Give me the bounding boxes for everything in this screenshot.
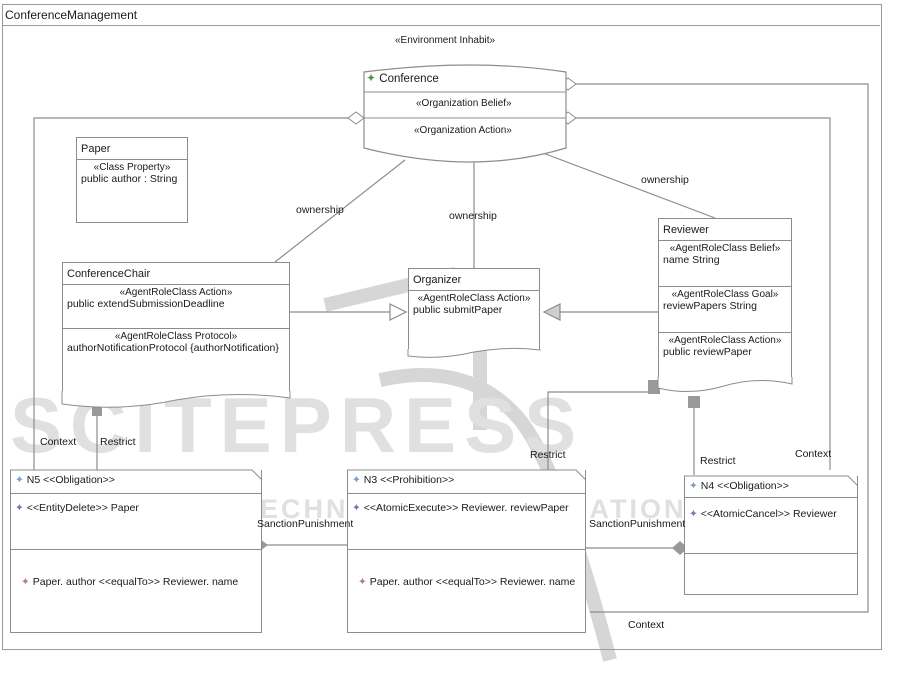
conference-class-icon: ✦ (366, 71, 377, 85)
reviewer-class[interactable]: Reviewer «AgentRoleClass Belief» name St… (658, 218, 792, 378)
label-context-n5: Context (40, 436, 77, 448)
restrict-anchor-chair (92, 406, 102, 416)
n3-condition-icon: ✦ (358, 576, 367, 588)
environment-stereotype: «Environment Inhabit» (395, 35, 496, 46)
n4-action-row: ✦ <<AtomicCancel>> Reviewer (685, 498, 857, 554)
reviewer-name: Reviewer (659, 219, 791, 241)
conference-title[interactable]: ✦ Conference (366, 71, 439, 85)
n4-title: N4 <<Obligation>> (700, 480, 789, 492)
diagram-frame (2, 4, 882, 650)
n5-condition-row: ✦ Paper. author <<equalTo>> Reviewer. na… (11, 550, 261, 606)
chair-action: public extendSubmissionDeadline (67, 298, 225, 310)
n4-action: <<AtomicCancel>> Reviewer (700, 508, 837, 520)
n5-title: N5 <<Obligation>> (26, 474, 115, 486)
chair-protocol: authorNotificationProtocol {authorNotifi… (67, 342, 279, 354)
n5-condition-icon: ✦ (21, 576, 30, 588)
n5-header: ✦ N5 <<Obligation>> (11, 470, 261, 494)
label-context-n4: Context (795, 448, 832, 460)
context-line-reviewer (568, 117, 831, 470)
n3-action: <<AtomicExecute>> Reviewer. reviewPaper (363, 502, 569, 514)
n4-action-icon: ✦ (689, 508, 698, 520)
label-ownership-reviewer: ownership (641, 174, 689, 186)
ownership-line-chair (274, 159, 406, 263)
n4-norm-icon: ✦ (689, 480, 698, 492)
context-line-outer (568, 83, 869, 613)
organizer-name: Organizer (409, 269, 539, 291)
context-line-chair (33, 117, 362, 400)
n4-header: ✦ N4 <<Obligation>> (685, 476, 857, 498)
label-restrict-n4: Restrict (700, 455, 736, 467)
n3-header: ✦ N3 <<Prohibition>> (348, 470, 585, 494)
reviewer-action: public reviewPaper (663, 346, 752, 358)
n5-norm-icon: ✦ (15, 474, 24, 486)
n3-norm-icon: ✦ (352, 474, 361, 486)
label-ownership-organizer: ownership (449, 210, 497, 222)
frame-title: ConferenceManagement (2, 4, 880, 26)
conference-belief: «Organization Belief» (416, 98, 512, 109)
chair-protocol-stereotype: «AgentRoleClass Protocol» (114, 331, 238, 342)
arrowhead-reviewer (542, 303, 561, 321)
paper-class[interactable]: Paper «Class Property» public author : S… (76, 137, 188, 223)
n5-action: <<EntityDelete>> Paper (26, 502, 139, 514)
reviewer-action-stereotype: «AgentRoleClass Action» (668, 335, 782, 346)
restrict-line-n3 (547, 391, 654, 470)
restrict-anchor-reviewer-1 (648, 380, 660, 394)
n3-condition: Paper. author <<equalTo>> Reviewer. name (369, 576, 576, 588)
conference-name: Conference (379, 73, 439, 85)
restrict-anchor-reviewer-2 (688, 396, 700, 408)
norm-n5[interactable]: ✦ N5 <<Obligation>> ✦ <<EntityDelete>> P… (10, 470, 262, 633)
label-context-bottom: Context (628, 619, 665, 631)
n5-action-icon: ✦ (15, 502, 24, 514)
arrowhead-chair (389, 303, 408, 321)
organizer-class[interactable]: Organizer «AgentRoleClass Action» public… (408, 268, 540, 350)
n3-condition-row: ✦ Paper. author <<equalTo>> Reviewer. na… (348, 550, 585, 606)
organizer-action: public submitPaper (413, 304, 503, 316)
paper-stereotype: «Class Property» (93, 162, 171, 173)
ownership-line-reviewer (534, 149, 716, 219)
norm-n3[interactable]: ✦ N3 <<Prohibition>> ✦ <<AtomicExecute>>… (347, 470, 586, 633)
norm-n4[interactable]: ✦ N4 <<Obligation>> ✦ <<AtomicCancel>> R… (684, 476, 858, 595)
reviewer-belief-stereotype: «AgentRoleClass Belief» (669, 243, 781, 254)
label-sanction-n3: SanctionPunishment (589, 518, 686, 530)
organizer-action-stereotype: «AgentRoleClass Action» (417, 293, 531, 304)
conference-chair-class[interactable]: ConferenceChair «AgentRoleClass Action» … (62, 262, 290, 392)
paper-name: Paper (77, 138, 187, 160)
chair-name: ConferenceChair (63, 263, 289, 285)
reviewer-belief: name String (663, 254, 720, 266)
paper-attribute: public author : String (81, 173, 178, 185)
label-restrict-n5: Restrict (100, 436, 136, 448)
label-restrict-n3: Restrict (530, 449, 566, 461)
reviewer-goal-stereotype: «AgentRoleClass Goal» (671, 289, 779, 300)
n5-action-row: ✦ <<EntityDelete>> Paper (11, 494, 261, 550)
chair-action-stereotype: «AgentRoleClass Action» (119, 287, 233, 298)
conference-action: «Organization Action» (414, 125, 512, 136)
n3-action-icon: ✦ (352, 502, 361, 514)
reviewer-goal: reviewPapers String (663, 300, 757, 312)
label-ownership-chair: ownership (296, 204, 344, 216)
n3-title: N3 <<Prohibition>> (363, 474, 455, 486)
label-sanction-n5: SanctionPunishment (257, 518, 354, 530)
n5-condition: Paper. author <<equalTo>> Reviewer. name (32, 576, 239, 588)
n3-action-row: ✦ <<AtomicExecute>> Reviewer. reviewPape… (348, 494, 585, 550)
